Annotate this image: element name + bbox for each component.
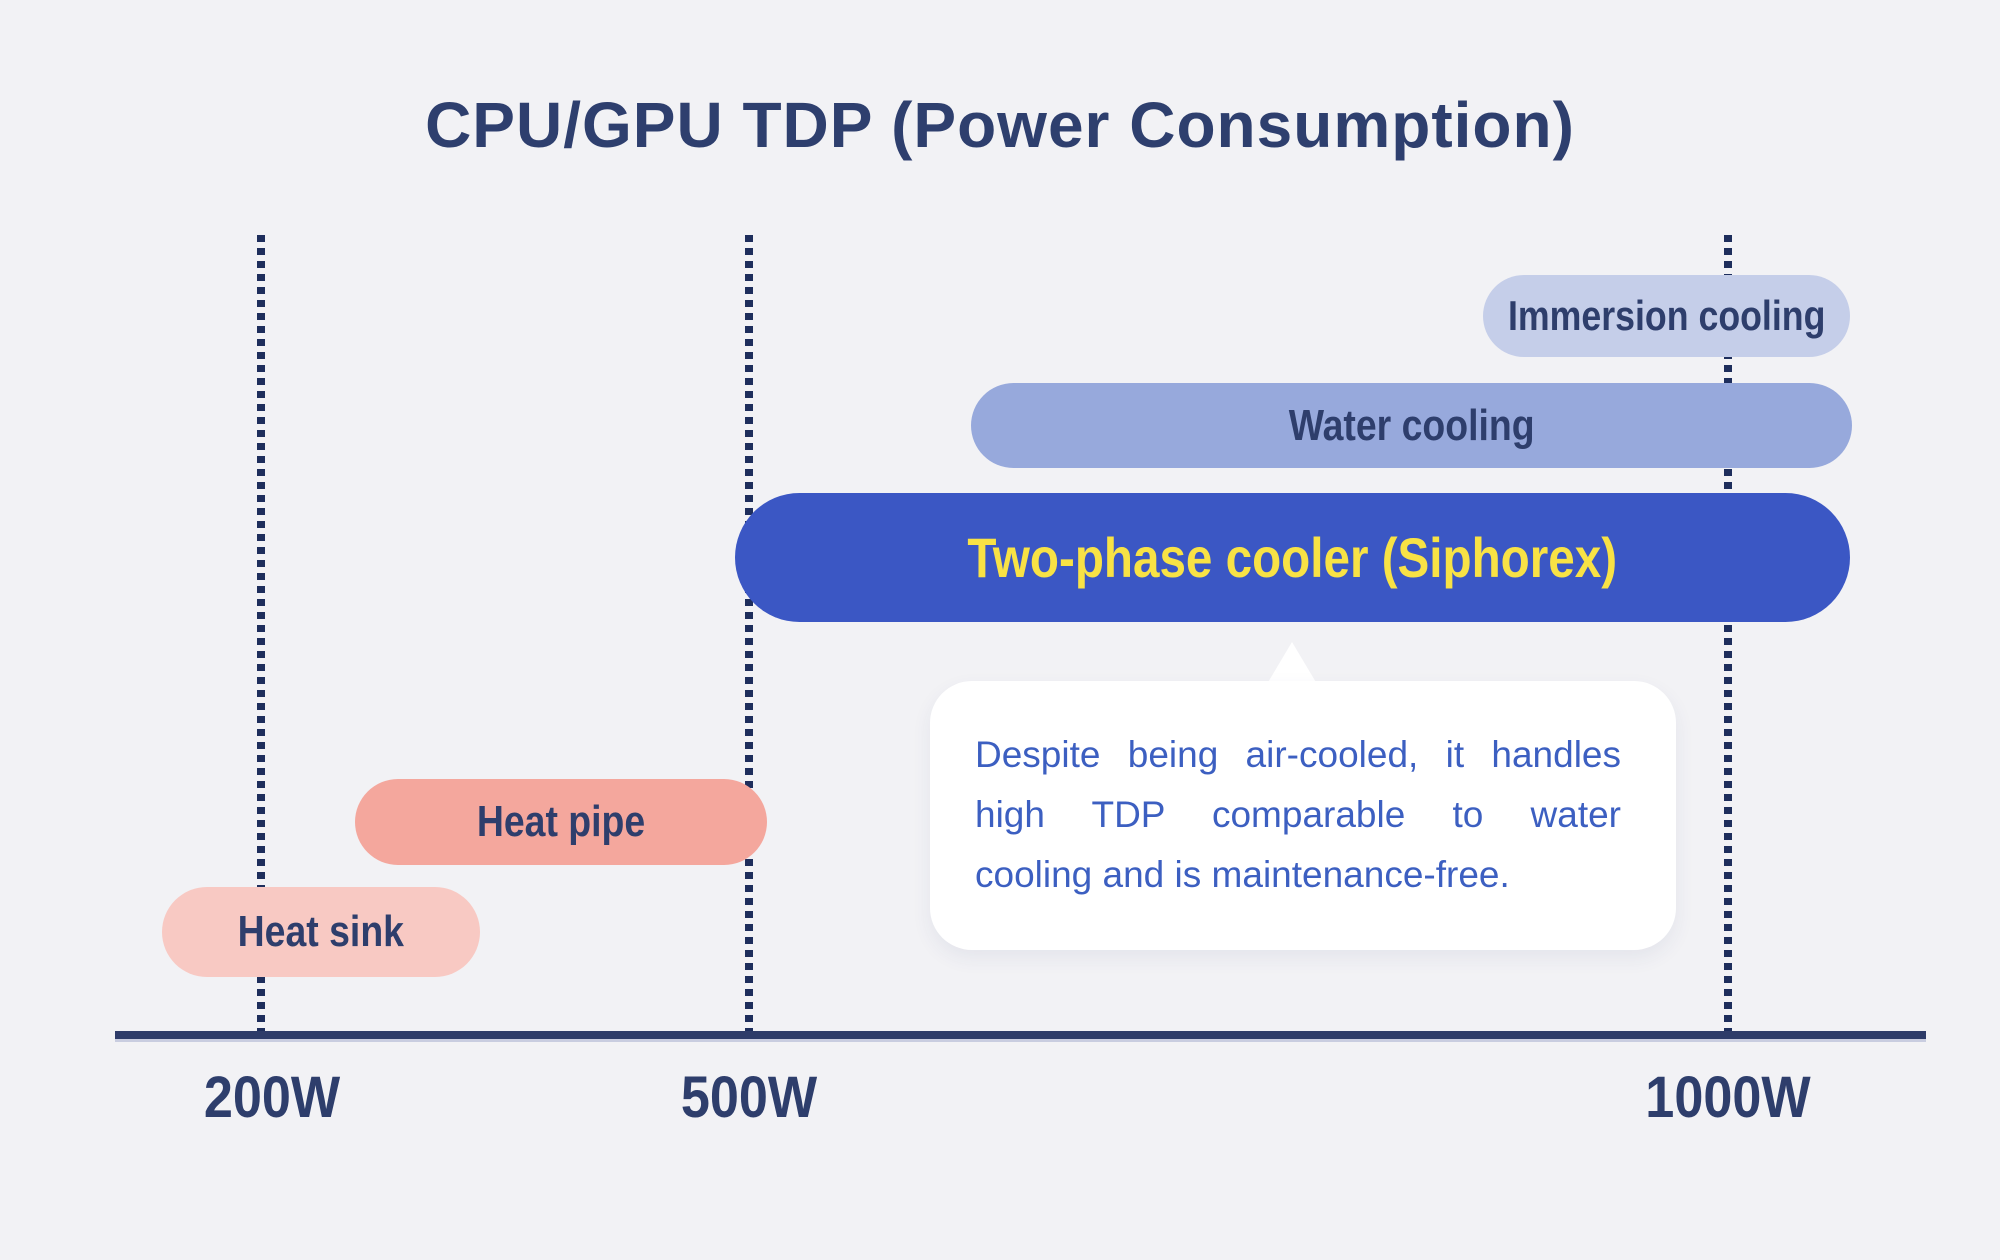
bar-heat-pipe-label: Heat pipe: [476, 797, 646, 846]
callout-pointer: [1267, 642, 1317, 684]
x-axis-line: [115, 1031, 1926, 1039]
callout-box: Despite being air-cooled, it handles hig…: [930, 681, 1676, 950]
callout-text-line-3: cooling and is maintenance-free.: [975, 854, 1510, 895]
axis-tick-500w: 500W: [680, 1065, 818, 1130]
bar-heat-sink: Heat sink: [162, 887, 480, 977]
gridline-1000w: [1724, 235, 1732, 1031]
bar-water-cooling-label: Water cooling: [1288, 400, 1535, 450]
chart-title: CPU/GPU TDP (Power Consumption): [425, 89, 1575, 161]
bar-heat-pipe: Heat pipe: [355, 779, 767, 865]
callout-text-line-1: Despite being air-cooled, it handles: [975, 734, 1621, 775]
callout-text-line-2: high TDP comparable to water: [975, 794, 1621, 835]
bar-immersion-cooling-label: Immersion cooling: [1507, 292, 1826, 339]
bar-immersion-cooling: Immersion cooling: [1483, 275, 1850, 357]
axis-tick-200w: 200W: [203, 1065, 341, 1130]
bar-heat-sink-label: Heat sink: [237, 907, 405, 956]
bar-two-phase-cooler: Two-phase cooler (Siphorex): [735, 493, 1850, 622]
gridline-200w: [257, 235, 265, 1031]
axis-tick-1000w: 1000W: [1645, 1065, 1811, 1130]
bar-two-phase-cooler-label: Two-phase cooler (Siphorex): [967, 526, 1618, 589]
gridline-500w: [745, 235, 753, 1031]
bar-water-cooling: Water cooling: [971, 383, 1852, 468]
